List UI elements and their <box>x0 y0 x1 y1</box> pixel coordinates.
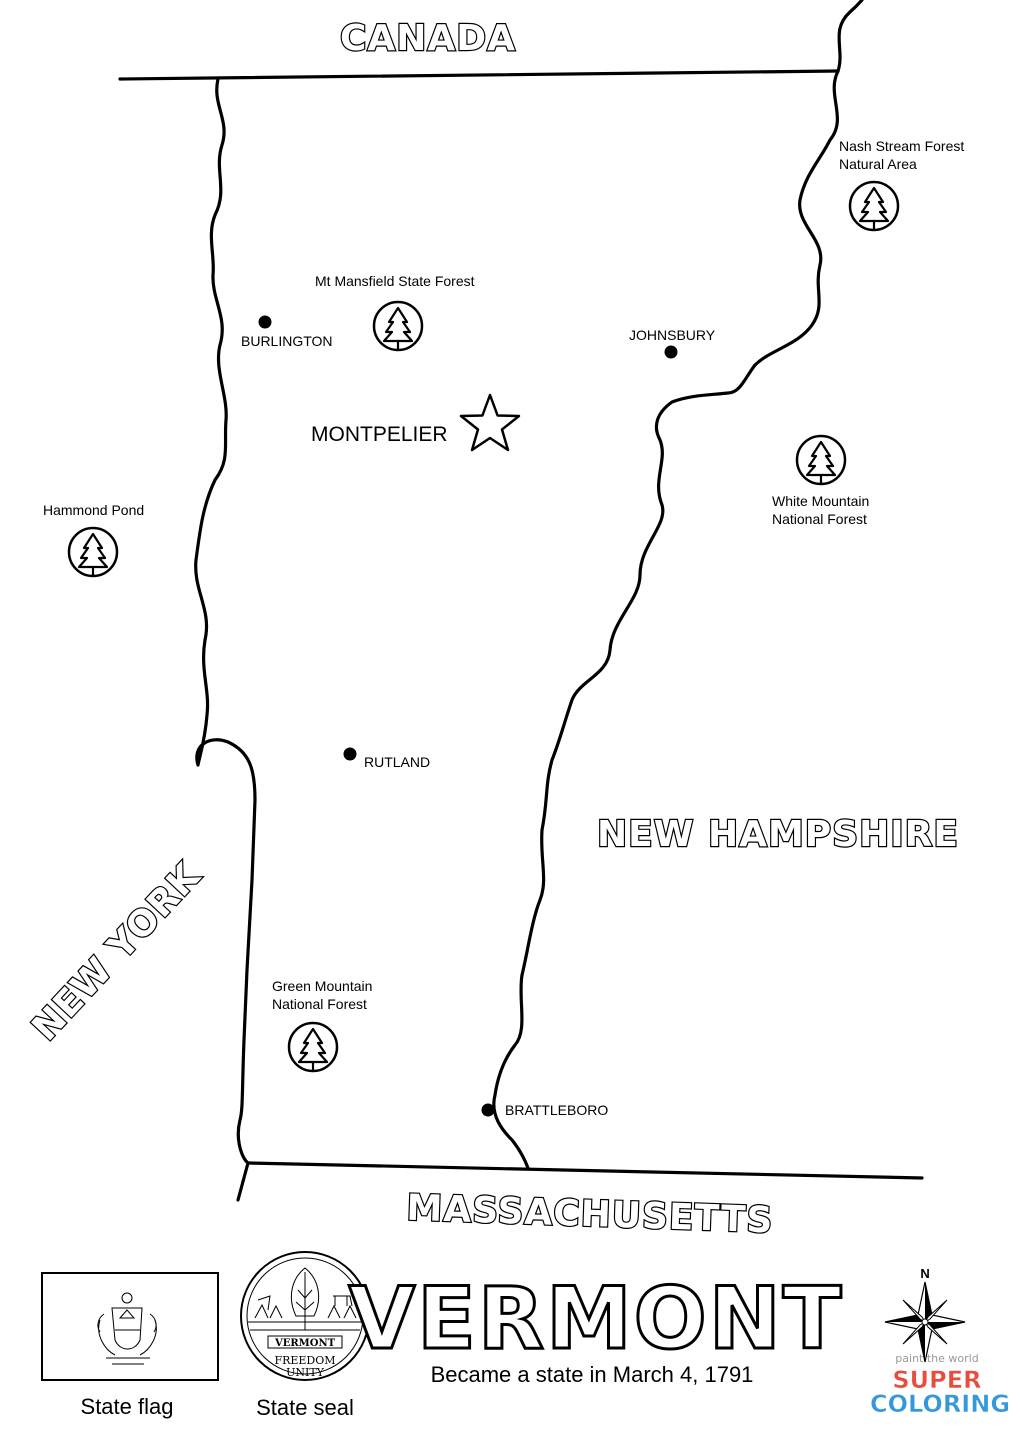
seal-wheat-icon <box>257 1295 271 1311</box>
forest-label: Mt Mansfield State Forest <box>315 273 475 289</box>
seal-tree <box>290 1267 320 1330</box>
capital-montpelier: MONTPELIER <box>311 393 521 452</box>
vermont-east-border <box>492 69 840 1170</box>
city-rutland: RUTLAND <box>343 747 430 770</box>
vermont-west-border <box>194 77 257 1202</box>
seal-banner <box>267 1335 343 1349</box>
forest-hammond-pond: Hammond Pond <box>43 502 144 578</box>
state-seal: VERMONT FREEDOM UNITY State seal <box>240 1251 370 1420</box>
logo-tagline: paint the world <box>895 1352 978 1365</box>
seal-ground <box>248 1321 362 1331</box>
forest-label: Green Mountain <box>272 978 372 994</box>
city-johnsbury: JOHNSBURY <box>629 327 716 359</box>
map-title: VERMONT <box>349 1269 844 1369</box>
forest-green-mountain: Green Mountain National Forest <box>272 978 372 1073</box>
super-coloring-logo: paint the world SUPER COLORING <box>870 1352 1011 1418</box>
forest-label-line2: National Forest <box>772 511 867 527</box>
tree-icon <box>795 434 847 486</box>
label-canada: CANADA <box>340 18 516 59</box>
forest-nash-stream: Nash Stream Forest Natural Area <box>839 138 964 232</box>
forest-white-mountain: White Mountain National Forest <box>772 434 869 527</box>
label-new-hampshire: NEW HAMPSHIRE <box>597 814 959 855</box>
city-dot <box>664 345 678 359</box>
city-brattleboro: BRATTLEBORO <box>481 1102 608 1118</box>
label-massachusetts: MASSACHUSETTS <box>406 1188 774 1242</box>
seal-title: VERMONT <box>274 1338 336 1349</box>
tree-icon <box>67 526 119 578</box>
forest-label-line2: National Forest <box>272 996 367 1012</box>
tree-icon <box>287 1021 339 1073</box>
compass-north-label: N <box>920 1266 929 1281</box>
seal-caption: State seal <box>256 1395 354 1420</box>
forest-label: White Mountain <box>772 493 869 509</box>
seal-inner-ring <box>246 1257 364 1375</box>
city-label: BRATTLEBORO <box>505 1102 608 1118</box>
seal-cow-icon <box>333 1295 353 1307</box>
new-hampshire-border-north <box>836 0 864 73</box>
canada-border <box>118 69 840 81</box>
forest-label: Hammond Pond <box>43 502 144 518</box>
capital-label: MONTPELIER <box>311 423 448 446</box>
tree-icon <box>372 300 424 352</box>
flag-caption: State flag <box>81 1394 174 1419</box>
seal-forest <box>254 1303 357 1319</box>
forest-label: Nash Stream Forest <box>839 138 964 154</box>
map-subtitle: Became a state in March 4, 1791 <box>431 1362 754 1387</box>
logo-coloring: COLORING <box>870 1390 1010 1418</box>
logo-super: SUPER <box>892 1366 981 1394</box>
massachusetts-border <box>246 1161 924 1180</box>
star-icon <box>459 393 521 452</box>
seal-motto-2: UNITY <box>286 1366 325 1379</box>
tree-icon <box>848 180 900 232</box>
compass-rose: N <box>884 1266 966 1363</box>
city-dot <box>258 315 272 329</box>
city-label: JOHNSBURY <box>629 327 716 343</box>
state-flag: State flag <box>41 1272 219 1419</box>
city-label: BURLINGTON <box>241 333 333 349</box>
forest-mt-mansfield: Mt Mansfield State Forest <box>315 273 475 352</box>
seal-motto-1: FREEDOM <box>274 1354 335 1367</box>
forest-label-line2: Natural Area <box>839 156 917 172</box>
label-new-york: NEW YORK <box>25 855 209 1048</box>
state-borders <box>118 0 924 1202</box>
city-burlington: BURLINGTON <box>241 315 333 349</box>
city-dot <box>481 1103 495 1117</box>
flag-frame <box>41 1272 219 1381</box>
city-label: RUTLAND <box>364 754 430 770</box>
flag-coat-of-arms <box>97 1292 157 1365</box>
city-dot <box>343 747 357 761</box>
